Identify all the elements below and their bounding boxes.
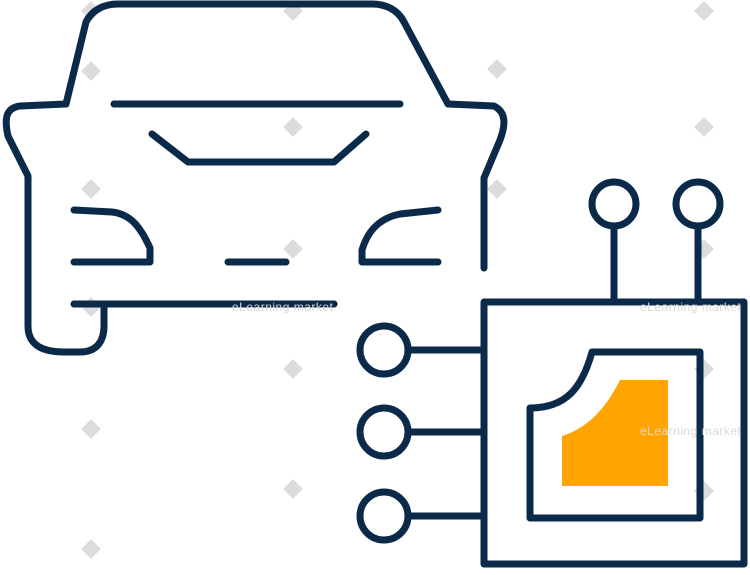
car-headlight-right xyxy=(358,206,442,266)
watermark-text: eLearning market xyxy=(232,300,334,314)
chip-pin-top-1-pad xyxy=(588,178,640,230)
watermark-diamond xyxy=(694,1,714,21)
watermark-diamond xyxy=(487,59,507,79)
watermark-diamond xyxy=(694,117,714,137)
chip-pin-left-3-pad xyxy=(356,488,412,544)
chip-core-accent xyxy=(562,380,668,486)
chip-inner-frame xyxy=(526,348,704,522)
car-body-outline xyxy=(2,0,508,356)
watermark-text: eLearning market xyxy=(640,300,742,314)
car-grille xyxy=(148,130,370,166)
watermark-diamond xyxy=(81,419,101,439)
watermark-diamond xyxy=(283,359,303,379)
car-front-icon xyxy=(2,0,508,356)
car-headlight-left xyxy=(70,206,154,266)
watermark-diamond xyxy=(81,179,101,199)
watermark-diamond xyxy=(487,179,507,199)
chip-pin-left-1-pad xyxy=(356,322,412,378)
watermark-text: eLearning market xyxy=(640,424,742,438)
watermark-diamond xyxy=(283,479,303,499)
chip-pin-top-2-pad xyxy=(672,178,724,230)
watermark-diamond xyxy=(81,61,101,81)
chip-pin-left-2-pad xyxy=(356,404,412,460)
watermark-diamond xyxy=(81,539,101,559)
watermark-diamond xyxy=(283,117,303,137)
watermark-diamond xyxy=(283,239,303,259)
microchip-icon xyxy=(356,178,748,568)
